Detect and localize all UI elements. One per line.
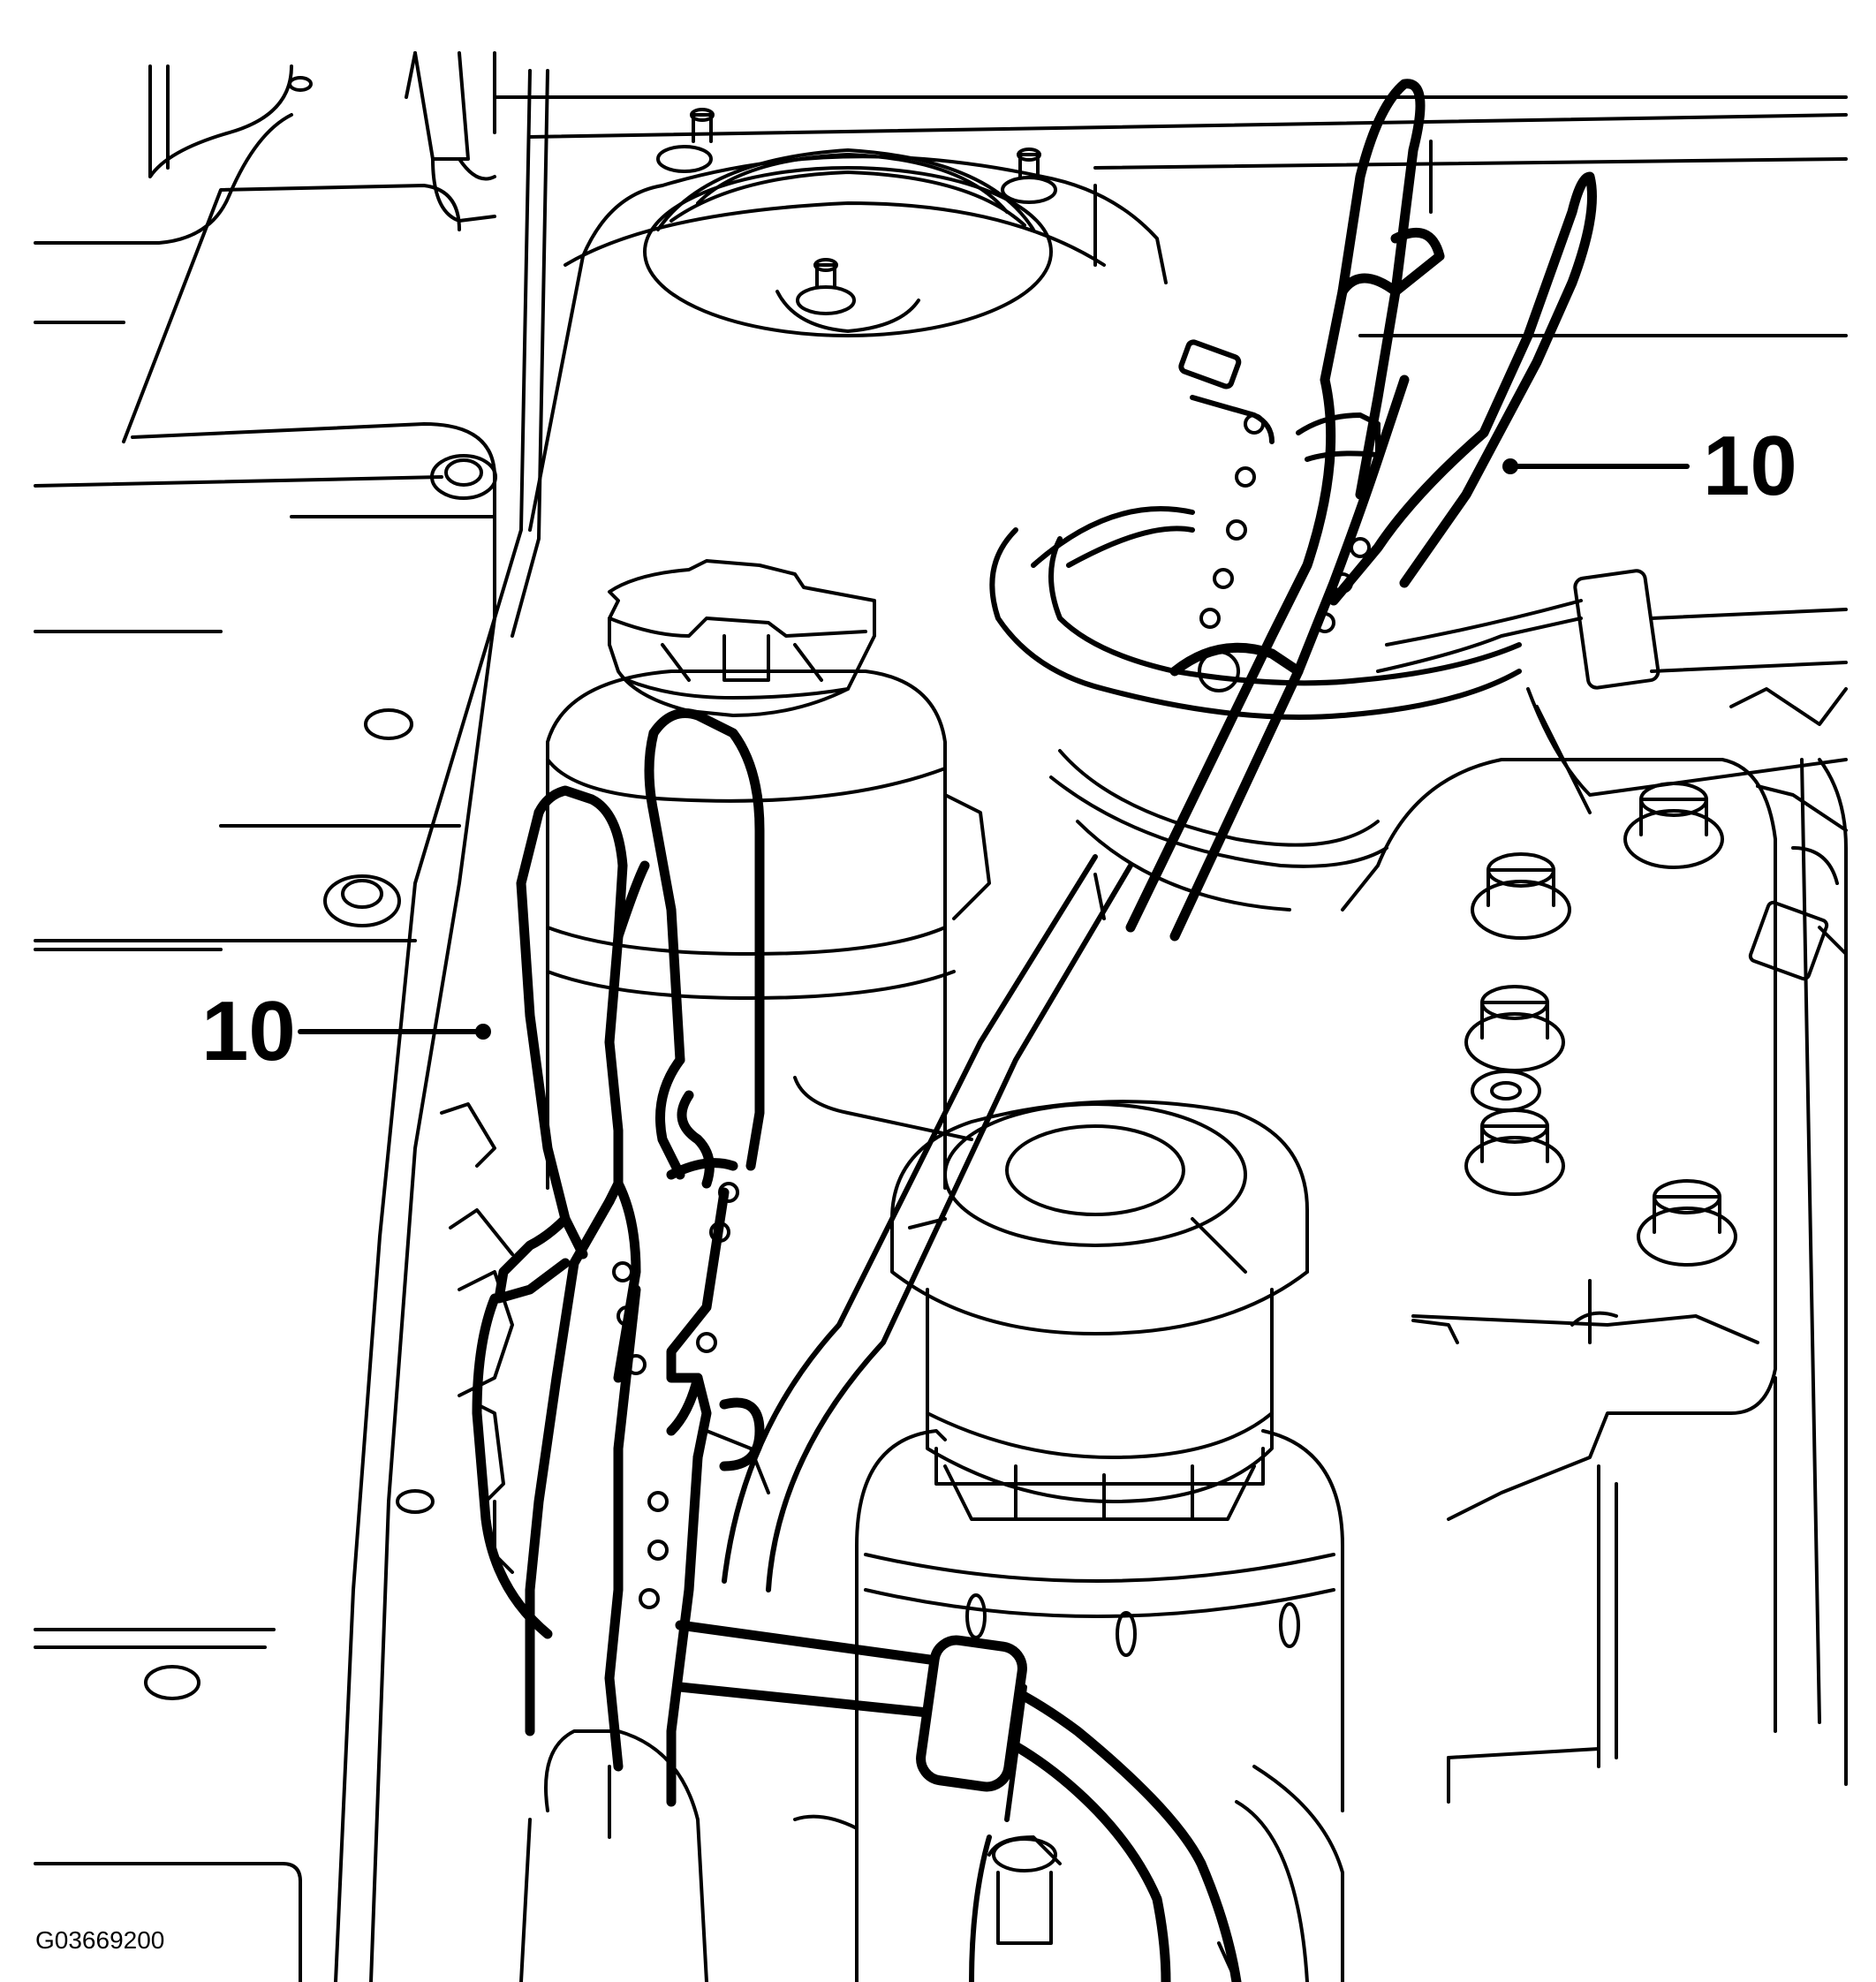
- hose-clamp-pliers-right: [1125, 79, 1597, 942]
- subframe-plate: [1341, 687, 1848, 1804]
- figure-id: G03669200: [35, 1926, 164, 1954]
- front-strut-mount: [855, 1100, 1344, 1982]
- bolt-3: [1464, 985, 1565, 1072]
- fluid-reservoir: [546, 559, 991, 1190]
- washer: [1471, 1070, 1541, 1112]
- coolant-hose-upper: [413, 51, 496, 223]
- bolt-2: [1471, 852, 1571, 940]
- bolt-4: [1464, 1108, 1565, 1196]
- fender-bolt-upper: [430, 454, 497, 500]
- inner-fender-panel: [34, 51, 549, 1982]
- coil-spring: [989, 506, 1522, 920]
- bolt-1: [1623, 782, 1724, 869]
- callout-label-left: 10: [201, 984, 296, 1078]
- callout-label-right: 10: [1703, 419, 1797, 513]
- bolt-5: [1637, 1179, 1737, 1267]
- strut-stud-1: [656, 108, 715, 173]
- firewall: [493, 95, 1848, 337]
- strut-tower: [528, 108, 1168, 532]
- hose-clamp-pliers-left: [472, 708, 765, 1807]
- callout-leader-right: [1502, 458, 1690, 474]
- strut-stud-3: [796, 258, 856, 315]
- control-arm: [705, 854, 1133, 1982]
- callout-leader-left: [298, 1024, 491, 1040]
- hose-lower: [675, 1620, 1242, 1982]
- hose-pair-right: [1376, 569, 1848, 814]
- strut-stud-2: [1001, 148, 1057, 204]
- fender-bolt-lower: [323, 874, 401, 927]
- reservoir-cap: [608, 559, 876, 717]
- plate-bolts: [1464, 782, 1737, 1267]
